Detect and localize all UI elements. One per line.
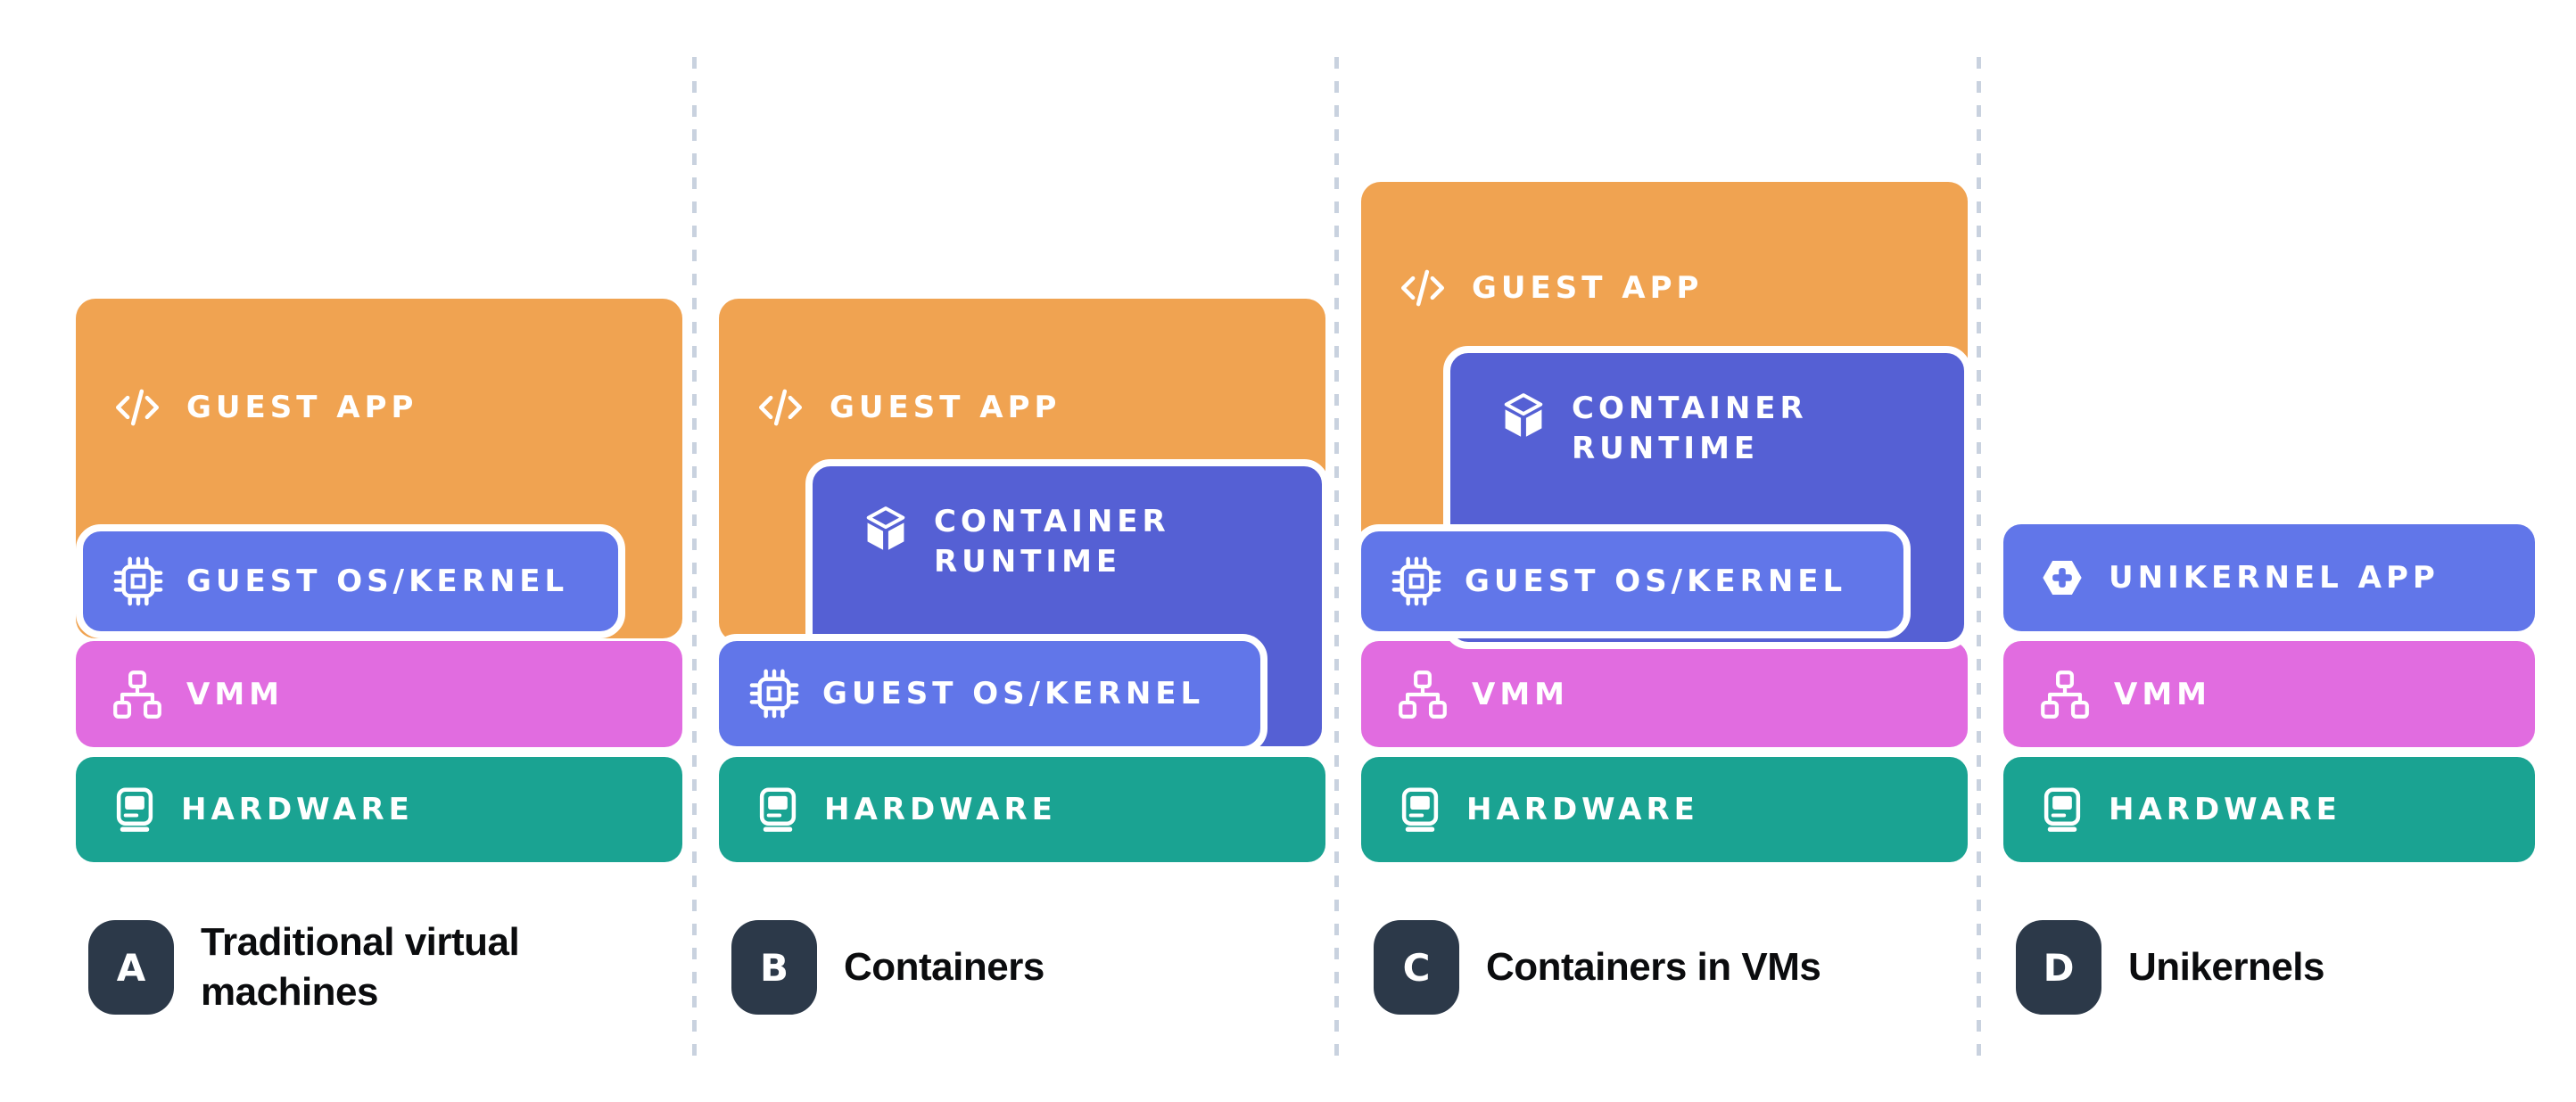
box-label: GUEST APP [186, 390, 418, 425]
column-badge: D [2016, 920, 2101, 1015]
box-label: GUEST OS/KERNEL [1465, 563, 1847, 599]
code-icon [755, 382, 806, 433]
computer-icon [111, 786, 158, 832]
column-separator [692, 57, 697, 1057]
column-caption: Containers [844, 945, 1044, 989]
box-label: HARDWARE [824, 792, 1057, 827]
cube-icon [1499, 391, 1548, 437]
box-label: VMM [2114, 676, 2211, 712]
chip-icon [113, 556, 163, 606]
column-badge: A [88, 920, 174, 1015]
column-separator [1334, 57, 1339, 1057]
box-label: CONTAINER RUNTIME [934, 504, 1170, 580]
column-badge: B [731, 920, 817, 1015]
box-label: HARDWARE [2109, 792, 2341, 827]
column-caption: Traditional virtual machines [201, 920, 520, 1014]
box-label: GUEST OS/KERNEL [186, 563, 569, 599]
box-label: HARDWARE [1466, 792, 1699, 827]
hardware-box: HARDWARE [76, 757, 682, 862]
cube-icon [861, 505, 911, 550]
column-badge: C [1374, 920, 1459, 1015]
vmm-box: VMM [76, 641, 682, 747]
sitemap-icon [111, 669, 163, 720]
code-icon [1397, 262, 1449, 314]
box-label: VMM [1472, 676, 1569, 712]
box-label: GUEST APP [830, 390, 1061, 425]
sitemap-icon [2039, 669, 2091, 720]
vmm-box: VMM [2003, 641, 2535, 747]
box-label: VMM [186, 676, 284, 712]
box-label: CONTAINER RUNTIME [1572, 391, 1808, 466]
box-label: HARDWARE [181, 792, 414, 827]
chip-icon [1391, 556, 1441, 606]
computer-icon [2039, 786, 2085, 832]
column-separator [1977, 57, 1981, 1057]
computer-icon [755, 786, 801, 832]
computer-icon [1397, 786, 1443, 832]
hexagon-plus-icon [2043, 561, 2082, 595]
box-label: GUEST OS/KERNEL [822, 676, 1205, 711]
code-icon [111, 382, 163, 433]
sitemap-icon [1397, 669, 1449, 720]
unikernel-app-box: UNIKERNEL APP [2003, 524, 2535, 631]
column-caption: Containers in VMs [1486, 945, 1821, 989]
hardware-box: HARDWARE [719, 757, 1325, 862]
hardware-box: HARDWARE [1361, 757, 1968, 862]
box-label: GUEST APP [1472, 270, 1704, 306]
chip-icon [749, 669, 799, 719]
vmm-box: VMM [1361, 641, 1968, 747]
box-label: UNIKERNEL APP [2109, 560, 2440, 596]
guest-os-kernel-box: GUEST OS/KERNEL [1354, 524, 1911, 638]
hardware-box: HARDWARE [2003, 757, 2535, 862]
guest-os-kernel-box: GUEST OS/KERNEL [76, 524, 625, 638]
column-caption: Unikernels [2128, 945, 2324, 989]
guest-os-kernel-box: GUEST OS/KERNEL [712, 634, 1267, 753]
